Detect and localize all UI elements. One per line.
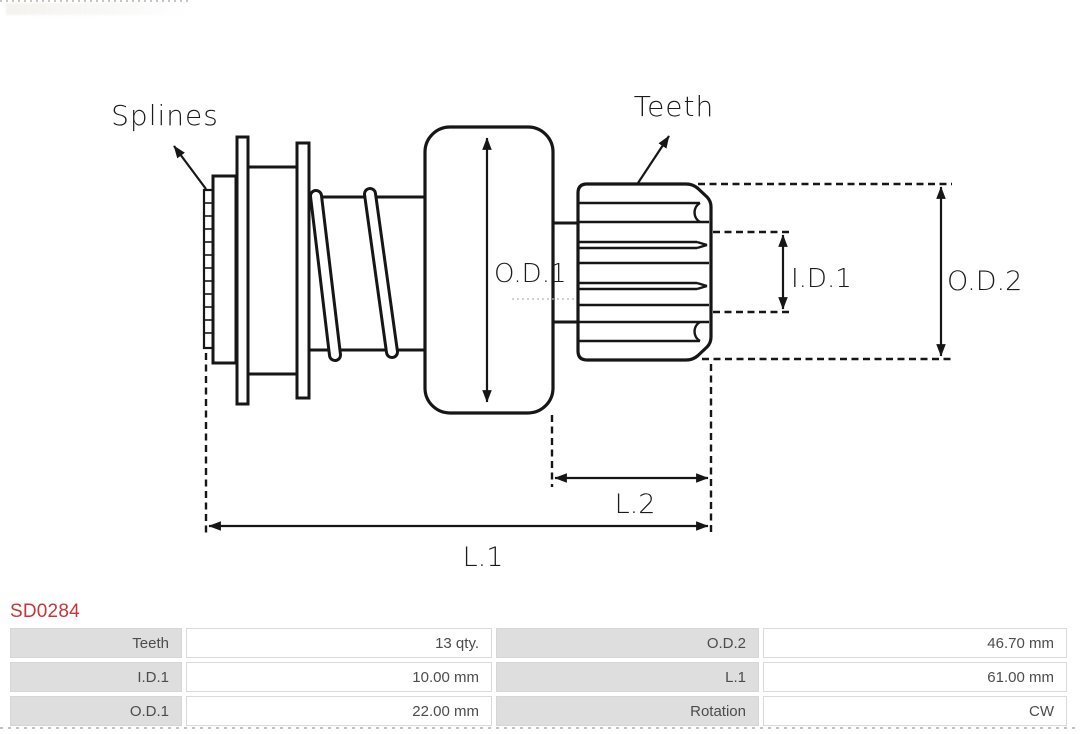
pinion-gear (553, 182, 713, 362)
spring-coil-1 (309, 189, 342, 362)
spec-label-l1: L.1 (496, 662, 759, 692)
l2-label: L.2 (615, 489, 656, 520)
spec-label-teeth: Teeth (10, 628, 182, 658)
spec-label-od2: O.D.2 (496, 628, 759, 658)
dashed-extension-lines (204, 182, 952, 536)
id1-label: I.D.1 (791, 264, 852, 294)
gear-step-lines (553, 221, 579, 324)
l1-label: L.1 (463, 542, 504, 573)
starter-drive-technical-drawing: Splines Teeth O.D.1 I.D.1 O.D.2 L.2 L.1 (111, 90, 1022, 573)
gear-teeth-lines (579, 201, 709, 343)
od1-label: O.D.1 (494, 259, 567, 289)
dimension-arrows (208, 137, 946, 531)
part-number: SD0284 (10, 601, 80, 622)
spec-value-rotation: CW (763, 696, 1067, 726)
teeth-leader-arrow (637, 135, 670, 184)
spec-label-rotation: Rotation (496, 696, 759, 726)
retainer-washer-left (235, 135, 250, 406)
table-bottom-dotted-line (0, 727, 1080, 730)
splines-leader-arrow (173, 145, 207, 190)
splined-shaft-end (202, 174, 238, 365)
spec-value-od1: 22.00 mm (186, 696, 492, 726)
spec-value-l1: 61.00 mm (763, 662, 1067, 692)
shaft-and-spring (309, 187, 428, 362)
spec-table: Teeth 13 qty. O.D.2 46.70 mm I.D.1 10.00… (10, 628, 1067, 726)
pinion-gear-outline (576, 182, 713, 362)
spec-value-teeth: 13 qty. (186, 628, 492, 658)
leader-arrows (173, 135, 670, 190)
spec-value-id1: 10.00 mm (186, 662, 492, 692)
spline-hub-cylinder (246, 165, 299, 376)
spec-label-od1: O.D.1 (10, 696, 182, 726)
spec-label-id1: I.D.1 (10, 662, 182, 692)
splines-label: Splines (111, 99, 219, 132)
spec-value-od2: 46.70 mm (763, 628, 1067, 658)
teeth-label: Teeth (634, 90, 715, 123)
scan-artifact-top-left (0, 0, 192, 10)
retainer-washer-right (295, 141, 311, 400)
od2-label: O.D.2 (947, 266, 1022, 297)
spring-coil-2 (363, 187, 399, 359)
